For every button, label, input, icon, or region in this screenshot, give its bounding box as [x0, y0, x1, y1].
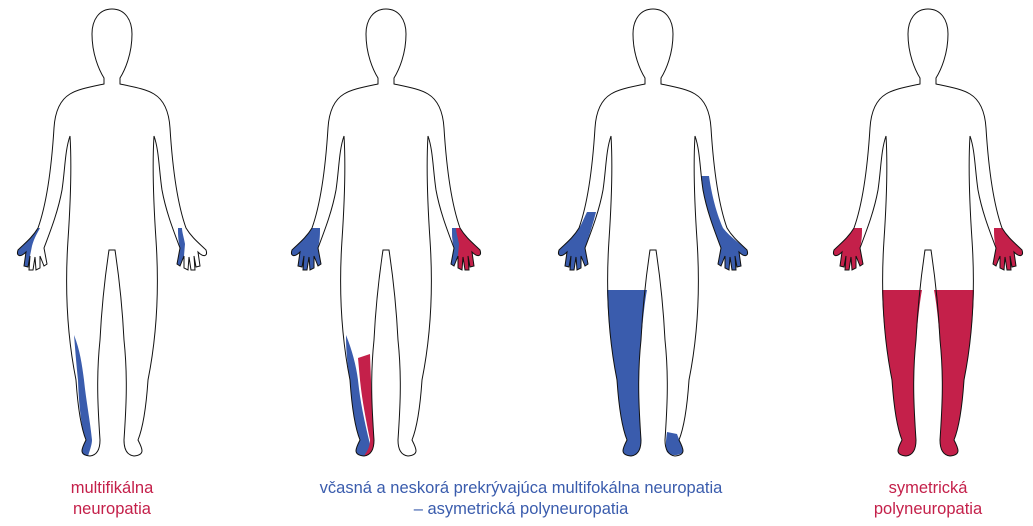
figure-overlapping-neuropathy-a	[291, 9, 480, 456]
caption-multifocal: multifikálna neuropatia	[32, 478, 192, 520]
caption-symmetric-line1: symetrická	[848, 478, 1008, 499]
caption-multifocal-line2: neuropatia	[32, 499, 192, 520]
figure-symmetric-polyneuropathy	[833, 9, 1022, 456]
caption-symmetric: symetrická polyneuropatia	[848, 478, 1008, 520]
figure-overlapping-neuropathy-b	[558, 9, 747, 456]
caption-overlapping: včasná a neskorá prekrývajúca multifokál…	[236, 478, 806, 520]
caption-multifocal-line1: multifikálna	[32, 478, 192, 499]
caption-overlapping-line1: včasná a neskorá prekrývajúca multifokál…	[236, 478, 806, 499]
caption-symmetric-line2: polyneuropatia	[848, 499, 1008, 520]
caption-overlapping-line2: – asymetrická polyneuropatia	[236, 499, 806, 520]
figure-multifocal-neuropathy	[17, 9, 206, 456]
